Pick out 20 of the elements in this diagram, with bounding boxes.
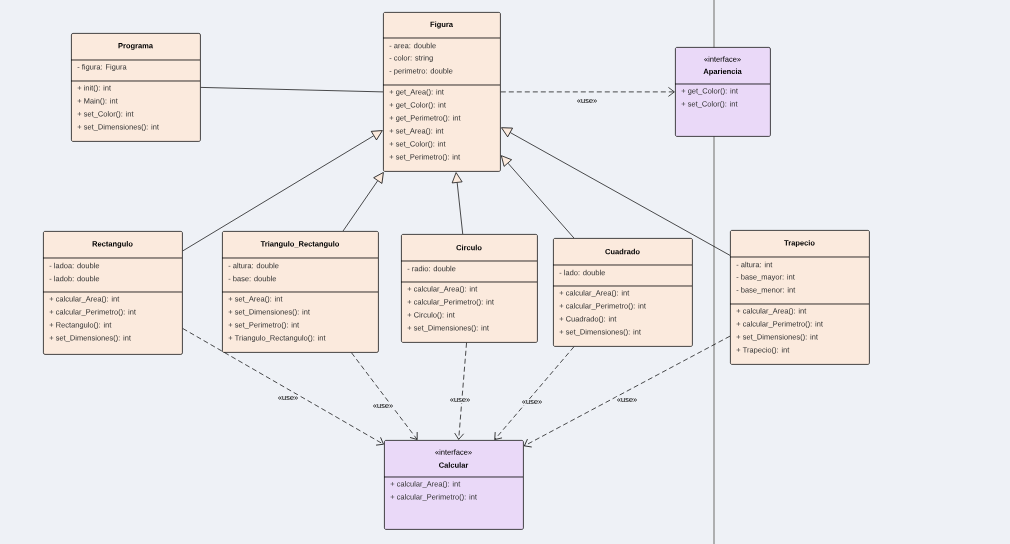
arrow [182,328,384,446]
arrow [494,346,575,440]
arrow [451,172,464,235]
arrow [500,155,575,239]
arrow [501,127,731,256]
class-box [221,231,379,353]
arrow [523,335,731,448]
arrow [342,172,384,232]
class-box [70,33,201,142]
arrow [500,87,675,97]
class-box [552,238,693,347]
class-box [383,440,524,530]
class-box [729,230,870,365]
arrow [182,130,383,252]
class-box [400,234,538,343]
class-box [42,231,183,355]
class-box [674,47,771,137]
arrow [351,352,418,440]
class-box [382,12,501,172]
arrow [454,342,467,440]
